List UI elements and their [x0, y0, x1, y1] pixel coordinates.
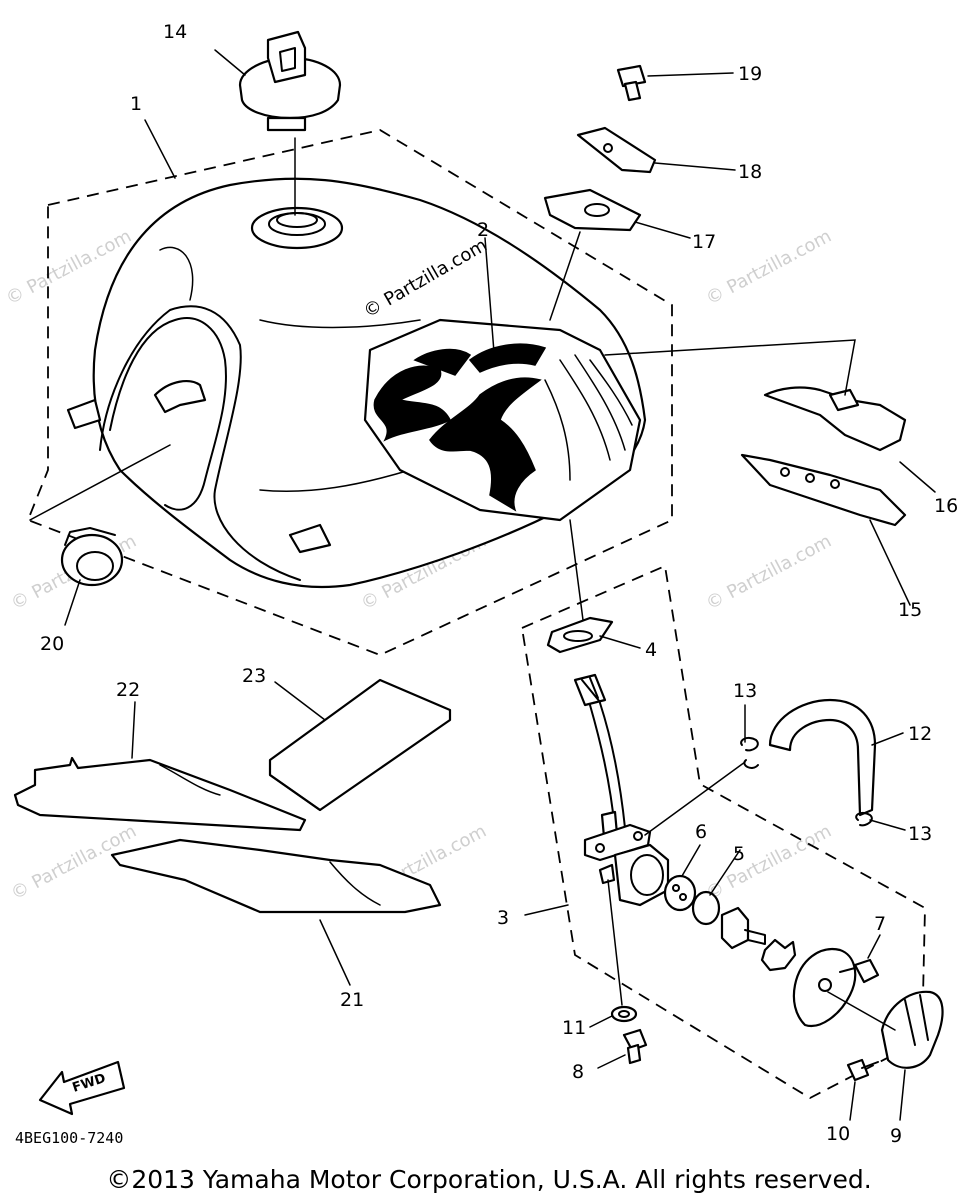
callout-1: 1 [130, 93, 142, 115]
watermark: © Partzilla.com [702, 821, 835, 905]
callout-22: 22 [116, 679, 140, 701]
part-20-grommet [60, 527, 124, 587]
part-5-o-ring [691, 890, 721, 926]
callout-9: 9 [890, 1125, 902, 1147]
callout-10: 10 [826, 1123, 850, 1145]
part-15-bracket [740, 453, 907, 527]
part-6-gasket [663, 874, 697, 912]
watermark: © Partzilla.com [702, 226, 835, 310]
part-10-screw [846, 1058, 879, 1082]
callout-17: 17 [692, 231, 716, 253]
callout-19: 19 [738, 63, 762, 85]
fuel-cock-lever-shaft [720, 906, 766, 950]
tank-emblem [363, 318, 642, 522]
callout-7: 7 [874, 913, 886, 935]
fuel-tank [66, 177, 647, 589]
part-4-gasket [546, 616, 614, 654]
fuel-cock-plate [792, 947, 857, 1028]
fuel-cap [238, 30, 342, 132]
callout-16: 16 [934, 495, 958, 517]
part-8-screw [622, 1028, 648, 1065]
callout-5: 5 [733, 843, 745, 865]
callout-14: 14 [163, 21, 187, 43]
callout-11: 11 [562, 1017, 586, 1039]
callout-18: 18 [738, 161, 762, 183]
part-16-bracket [763, 386, 907, 452]
callout-21: 21 [340, 989, 364, 1011]
part-18-plate [576, 126, 657, 174]
tank-bracket [153, 380, 207, 414]
part-21-pad [110, 838, 442, 914]
tank-bracket [66, 398, 102, 430]
callout-23: 23 [242, 665, 266, 687]
callout-8: 8 [572, 1061, 584, 1083]
callouts: 1 2 3 4 5 6 7 8 9 10 11 12 13 13 14 15 1… [40, 21, 958, 1147]
cock-assembly-outline [520, 564, 926, 1100]
callout-13: 13 [908, 823, 932, 845]
callout-2: 2 [477, 219, 489, 241]
callout-6: 6 [695, 821, 707, 843]
part-19-bolt [616, 64, 647, 102]
callout-3: 3 [497, 907, 509, 929]
callout-4: 4 [645, 639, 657, 661]
part-11-washer [610, 1005, 638, 1023]
part-7-screw [839, 958, 880, 984]
part-12-hose [768, 698, 877, 817]
part-22-pad [13, 756, 307, 832]
leader-lines [29, 49, 936, 1121]
part-13-clip [855, 811, 873, 827]
callout-13: 13 [733, 680, 757, 702]
callout-15: 15 [898, 599, 922, 621]
fuel-cock-spring [760, 938, 797, 972]
part-3-fuel-cock [573, 673, 670, 907]
part-9-lever [880, 990, 944, 1069]
tank-bracket [288, 523, 332, 554]
diagram-code: 4BEG100-7240 [15, 1129, 123, 1147]
copyright-notice: ©2013 Yamaha Motor Corporation, U.S.A. A… [106, 1165, 871, 1194]
callout-12: 12 [908, 723, 932, 745]
part-17-damper [543, 188, 642, 232]
part-23-pad [268, 678, 452, 812]
watermark: © Partzilla.com [702, 531, 835, 615]
callout-20: 20 [40, 633, 64, 655]
forward-arrow: FWD [38, 1060, 126, 1116]
